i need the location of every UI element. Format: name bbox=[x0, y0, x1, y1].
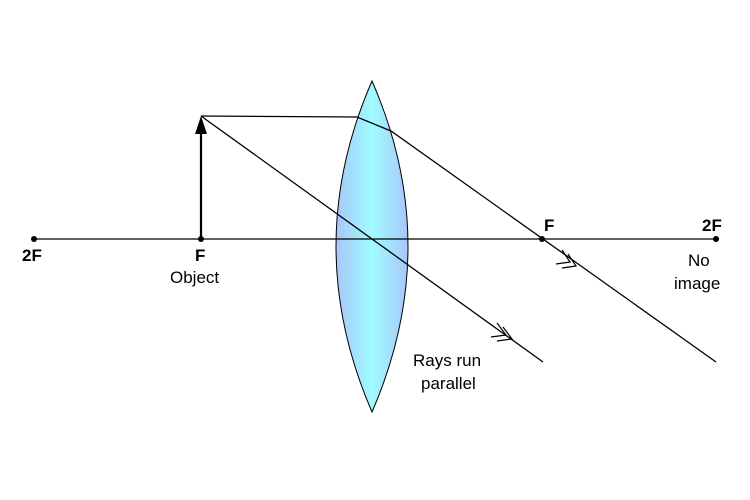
no-image-label: No bbox=[688, 251, 710, 270]
rays-parallel-label-2: parallel bbox=[421, 374, 476, 393]
right-f-label: F bbox=[544, 216, 554, 235]
rays-parallel-label: Rays run bbox=[413, 351, 481, 370]
object-arrowhead bbox=[195, 116, 207, 134]
right-2f-point bbox=[713, 236, 719, 242]
left-f-label: F bbox=[195, 246, 205, 265]
object-label: Object bbox=[170, 268, 219, 287]
convex-lens bbox=[335, 79, 409, 414]
left-2f-label: 2F bbox=[22, 246, 42, 265]
parallel-ray bbox=[200, 115, 717, 363]
ray-direction-arrow-icon bbox=[490, 322, 514, 342]
ray-direction-arrow-icon bbox=[555, 249, 578, 269]
right-2f-label: 2F bbox=[702, 216, 722, 235]
no-image-label-2: image bbox=[674, 274, 720, 293]
left-2f-point bbox=[31, 236, 37, 242]
central-ray bbox=[200, 115, 544, 363]
